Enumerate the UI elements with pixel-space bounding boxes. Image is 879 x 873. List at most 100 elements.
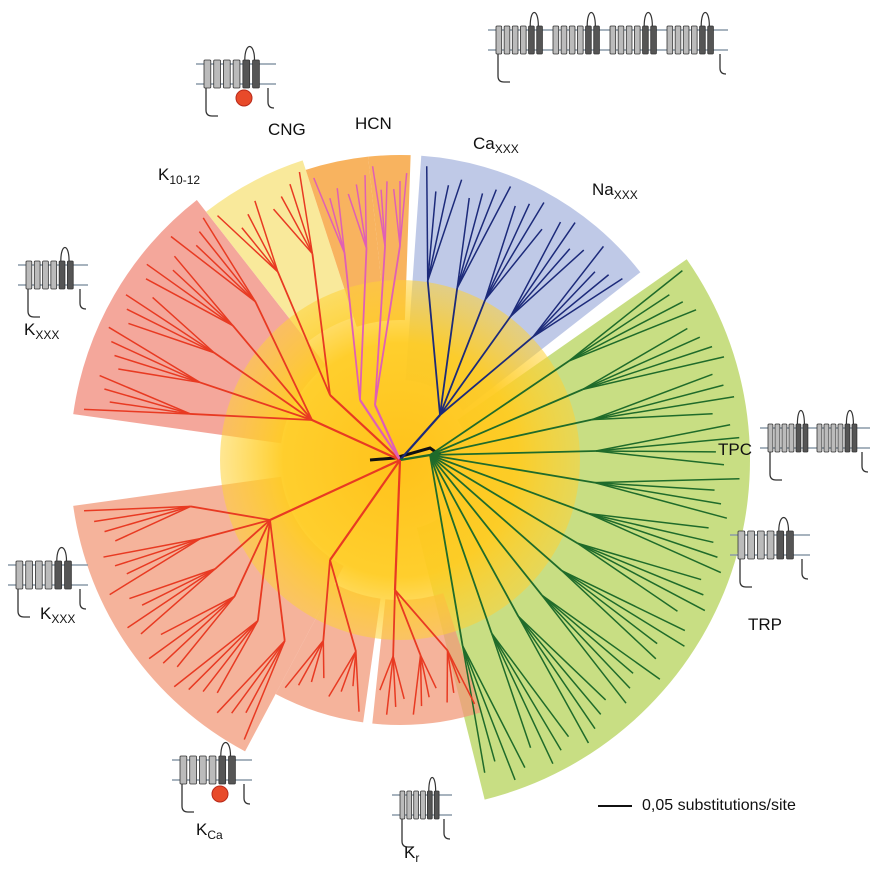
transmembrane-helix <box>651 26 657 54</box>
transmembrane-helix <box>34 261 40 289</box>
c-terminus <box>80 289 86 309</box>
transmembrane-helix <box>59 261 65 289</box>
transmembrane-helix <box>817 424 822 452</box>
transmembrane-helix <box>233 60 240 88</box>
pore-loop <box>587 13 595 27</box>
scale-bar: 0,05 substitutions/site <box>598 797 796 815</box>
transmembrane-helix <box>838 424 843 452</box>
label-caxxx: CaXXX <box>473 134 519 156</box>
transmembrane-helix <box>643 26 649 54</box>
transmembrane-helix <box>757 531 764 559</box>
transmembrane-helix <box>738 531 745 559</box>
transmembrane-helix <box>610 26 616 54</box>
c-terminus <box>268 88 274 108</box>
pore-loop <box>429 778 436 792</box>
transmembrane-helix <box>407 791 412 819</box>
tpc-topology-icon <box>760 411 870 481</box>
clade-tip-tpc-trp <box>596 451 716 452</box>
transmembrane-helix <box>748 531 755 559</box>
pore-loop <box>797 411 804 425</box>
c-terminus <box>444 819 450 839</box>
label-tpc: TPC <box>718 440 752 460</box>
transmembrane-helix <box>700 26 706 54</box>
pore-loop <box>61 248 69 262</box>
pore-loop <box>221 743 231 757</box>
transmembrane-helix <box>537 26 543 54</box>
pore-loop <box>701 13 709 27</box>
transmembrane-helix <box>561 26 567 54</box>
label-cng: CNG <box>268 120 306 140</box>
c-terminus <box>244 784 250 804</box>
transmembrane-helix <box>180 756 187 784</box>
scale-bar-label: 0,05 substitutions/site <box>642 797 796 815</box>
transmembrane-helix <box>512 26 518 54</box>
transmembrane-helix <box>400 791 405 819</box>
n-terminus <box>18 589 30 617</box>
transmembrane-helix <box>824 424 829 452</box>
transmembrane-helix <box>421 791 426 819</box>
transmembrane-helix <box>504 26 510 54</box>
label-hcn: HCN <box>355 114 392 134</box>
clade-tip-kca <box>323 641 324 678</box>
label-kr: Kr <box>404 843 419 865</box>
pore-loop <box>846 411 853 425</box>
transmembrane-helix <box>35 561 42 589</box>
transmembrane-helix <box>219 756 226 784</box>
transmembrane-helix <box>51 261 57 289</box>
transmembrane-helix <box>26 261 32 289</box>
transmembrane-helix <box>586 26 592 54</box>
transmembrane-helix <box>683 26 689 54</box>
transmembrane-helix <box>520 26 526 54</box>
c-terminus <box>720 54 726 74</box>
transmembrane-helix <box>789 424 794 452</box>
transmembrane-helix <box>414 791 419 819</box>
transmembrane-helix <box>229 756 236 784</box>
n-terminus <box>206 88 218 116</box>
transmembrane-helix <box>65 561 72 589</box>
kca-topology-icon <box>172 743 252 813</box>
transmembrane-helix <box>618 26 624 54</box>
cng-topology-icon <box>196 47 276 117</box>
label-trp: TRP <box>748 615 782 635</box>
n-terminus <box>182 784 194 812</box>
pore-loop <box>779 518 789 532</box>
n-terminus <box>740 559 752 587</box>
label-kca: KCa <box>196 820 223 842</box>
transmembrane-helix <box>16 561 23 589</box>
transmembrane-helix <box>634 26 640 54</box>
transmembrane-helix <box>190 756 197 784</box>
transmembrane-helix <box>777 531 784 559</box>
transmembrane-helix <box>199 756 206 784</box>
transmembrane-helix <box>427 791 432 819</box>
pore-loop <box>644 13 652 27</box>
transmembrane-helix <box>803 424 808 452</box>
clade-tip-na-ca <box>427 166 428 281</box>
transmembrane-helix <box>496 26 502 54</box>
scale-bar-line <box>598 805 632 807</box>
transmembrane-helix <box>782 424 787 452</box>
pore-loop <box>57 548 67 562</box>
transmembrane-helix <box>67 261 73 289</box>
transmembrane-helix <box>691 26 697 54</box>
transmembrane-helix <box>553 26 559 54</box>
transmembrane-helix <box>626 26 632 54</box>
transmembrane-helix <box>204 60 211 88</box>
label-kxxx-bottom: KXXX <box>40 604 75 626</box>
kr-topology-icon <box>392 778 452 848</box>
label-k10-12: K10-12 <box>158 165 200 187</box>
transmembrane-helix <box>831 424 836 452</box>
transmembrane-helix <box>26 561 33 589</box>
kxxx-top-topology-icon <box>18 248 88 318</box>
cav-topology-icon <box>488 13 728 83</box>
transmembrane-helix <box>569 26 575 54</box>
label-naxxx: NaXXX <box>592 180 638 202</box>
transmembrane-helix <box>796 424 801 452</box>
transmembrane-helix <box>787 531 794 559</box>
c-terminus <box>862 452 868 472</box>
binding-domain <box>236 90 252 106</box>
transmembrane-helix <box>577 26 583 54</box>
n-terminus <box>498 54 510 82</box>
c-terminus <box>802 559 808 579</box>
